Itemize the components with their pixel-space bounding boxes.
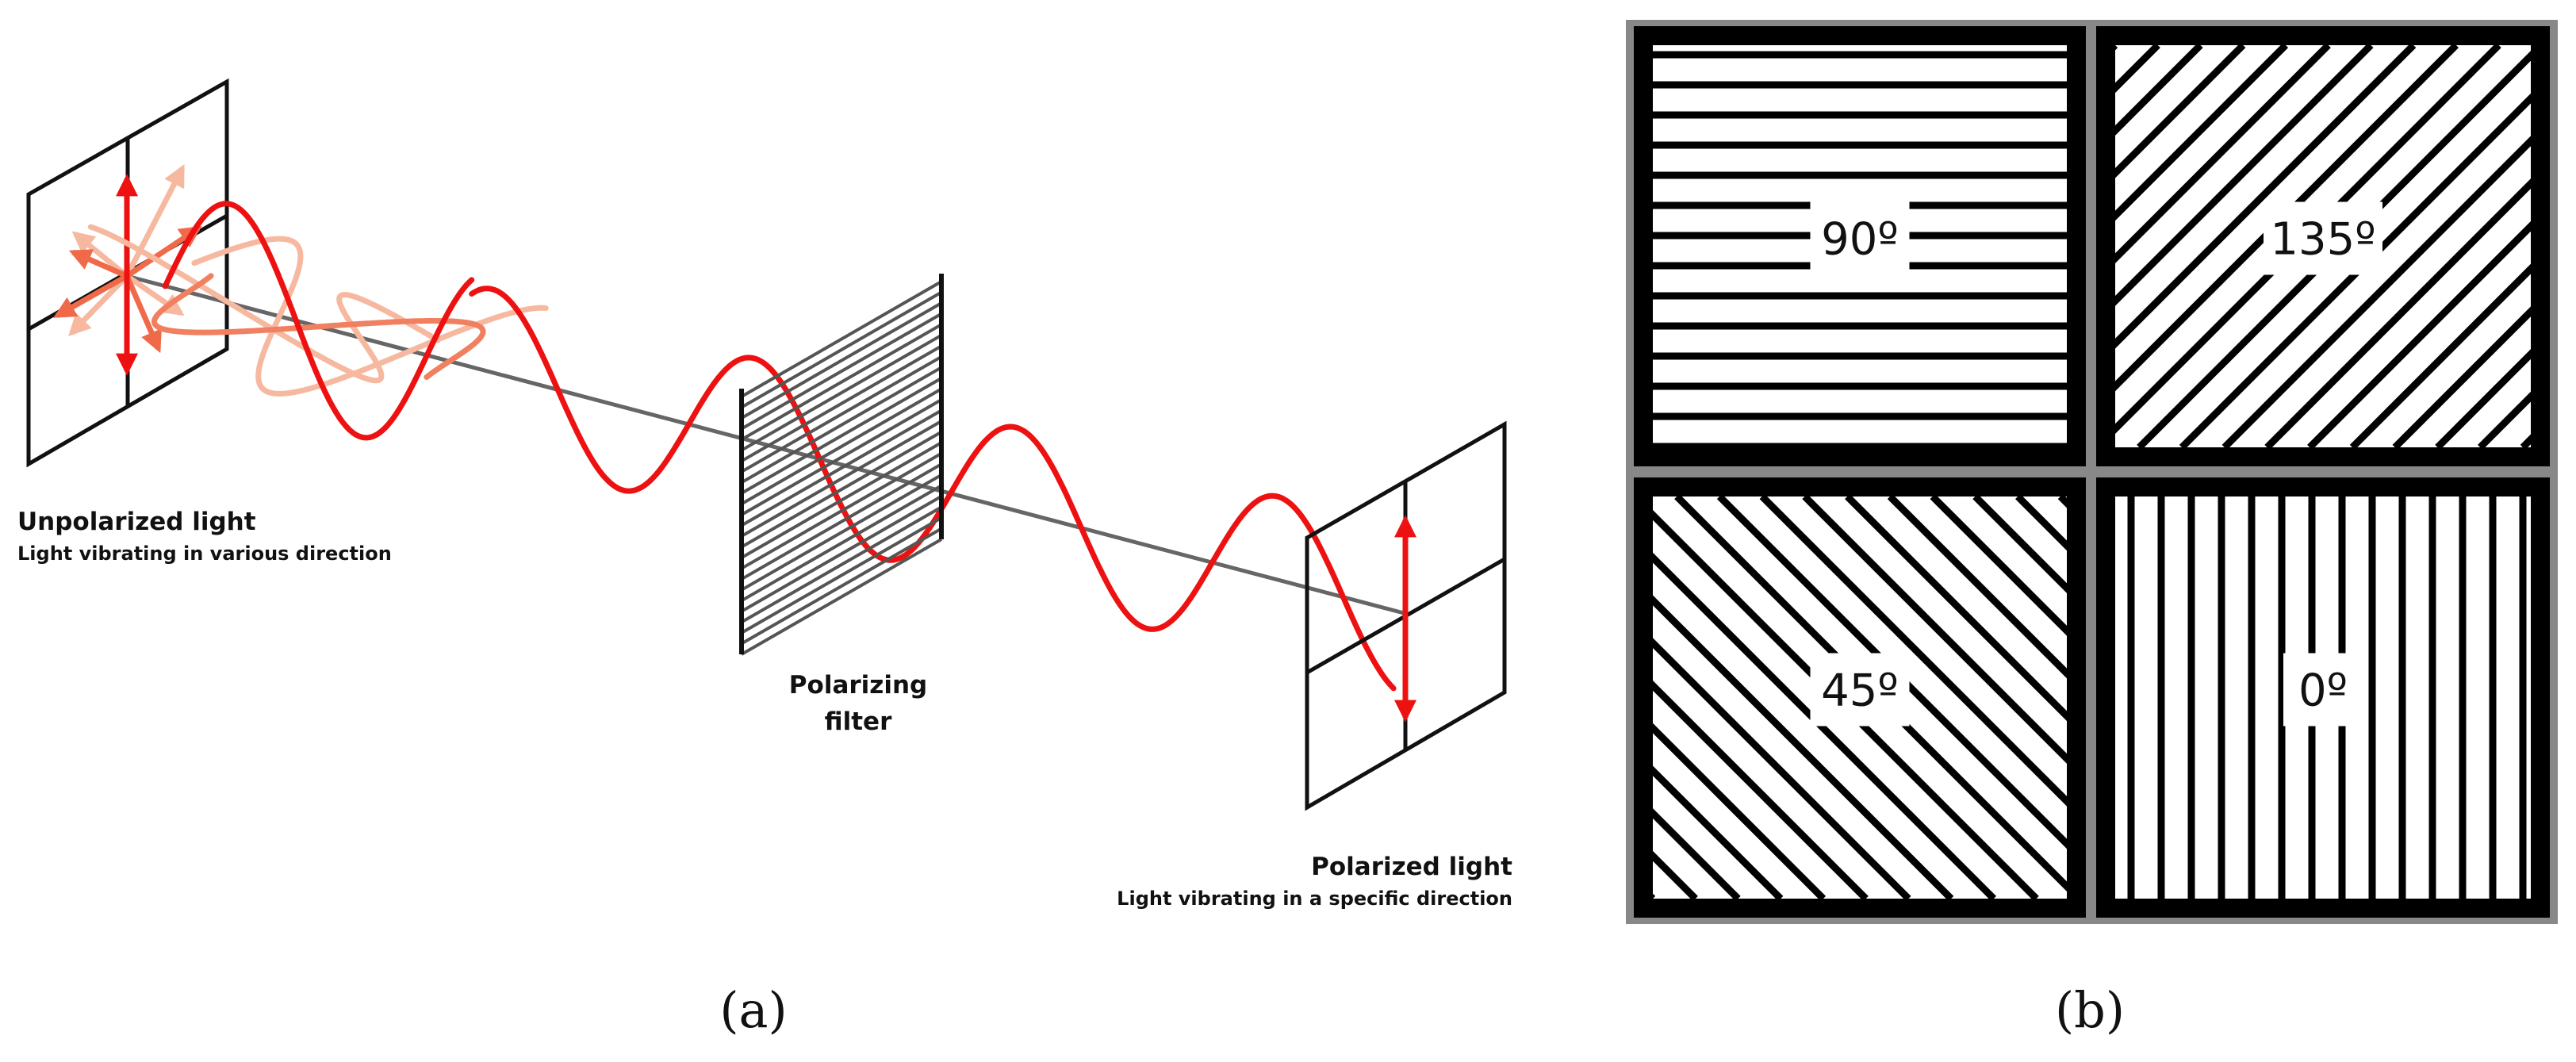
grating-line — [1802, 496, 2067, 764]
grating-line — [1845, 496, 2067, 722]
filter-label-line1: Polarizing — [789, 671, 927, 700]
grating-line — [2115, 45, 2374, 306]
filter-line — [741, 333, 942, 452]
angle-label: 0º — [2298, 665, 2348, 717]
grating-line — [1653, 552, 1997, 899]
filter-line — [741, 323, 942, 441]
panel-b: 90º 135º 45º 0º (b) — [1626, 20, 2576, 1039]
caption-b: (b) — [2055, 981, 2125, 1039]
propagation-axis — [126, 274, 1405, 615]
filter-line — [741, 377, 942, 495]
filter-label-line2: filter — [825, 707, 892, 736]
angle-label-background — [1810, 201, 1910, 275]
panel-a: Unpolarized light Light vibrating in var… — [17, 78, 1512, 1039]
filter-line — [741, 505, 942, 624]
grating-line — [1887, 496, 2067, 679]
angle-label: 45º — [1821, 665, 1899, 717]
grating-line — [1972, 496, 2067, 593]
grating-line — [1653, 595, 1954, 899]
filter-line — [741, 366, 942, 485]
grating-line — [1653, 765, 1784, 899]
grating-line — [1653, 808, 1741, 899]
filter-line — [741, 495, 942, 613]
grating-line — [2566, 45, 2576, 447]
filter-line — [741, 441, 942, 559]
filter-line — [741, 430, 942, 549]
filter-line — [741, 516, 942, 635]
grating-line — [1653, 723, 1827, 899]
grating-line — [1653, 638, 1911, 899]
grating-line — [2115, 45, 2203, 136]
filter-line — [741, 301, 942, 420]
grating-line — [1716, 496, 2067, 849]
filter-line — [741, 473, 942, 592]
tile-grating — [2127, 496, 2527, 899]
angle-label-background — [2264, 201, 2382, 275]
filter-line — [741, 420, 942, 538]
filter-line — [741, 355, 942, 473]
light-waves — [87, 201, 1397, 692]
grating-line — [2115, 45, 2417, 349]
filter-line — [741, 387, 942, 506]
angle-label-background — [2283, 653, 2363, 727]
grating-line — [1653, 893, 1656, 899]
polarizer-tiles: 90º 135º 45º 0º — [1634, 26, 2576, 918]
tile-horizontal: 90º — [1634, 26, 2086, 466]
unpolarized-subtitle: Light vibrating in various direction — [17, 543, 392, 565]
grating-line — [2307, 220, 2531, 447]
polarized-title: Polarized light — [1311, 853, 1512, 881]
filter-line — [741, 408, 942, 527]
tile-diagonal-up: 135º — [2096, 26, 2576, 466]
wave-main-vertical — [162, 201, 475, 441]
grating-line — [2115, 45, 2289, 221]
tile-grating — [1653, 496, 2067, 899]
grating-line — [2264, 178, 2531, 447]
filter-line — [741, 290, 942, 409]
tile-grating — [1653, 51, 2067, 447]
caption-a: (a) — [719, 981, 787, 1039]
unpolarized-title: Unpolarized light — [17, 508, 256, 536]
filter-line — [741, 344, 942, 463]
grating-line — [2349, 263, 2531, 447]
grating-line — [2115, 45, 2331, 264]
filter-line — [741, 527, 942, 646]
tile-vertical: 0º — [2096, 477, 2550, 918]
filter-line — [741, 451, 942, 570]
unpolarized-arrows — [53, 164, 202, 376]
filter-line — [741, 312, 942, 431]
filter-line — [741, 484, 942, 603]
tile-diagonal-down: 45º — [1634, 477, 2086, 918]
angle-label: 135º — [2270, 214, 2375, 266]
filter-line — [741, 398, 942, 516]
polarizing-filter — [739, 274, 944, 656]
grating-line — [2179, 93, 2531, 447]
grating-line — [1653, 680, 1869, 899]
wave-light-tilted-b — [87, 224, 441, 384]
filter-line — [741, 462, 942, 581]
grating-line — [2115, 45, 2246, 178]
grating-line — [2115, 45, 2459, 392]
grating-line — [1930, 496, 2067, 636]
grating-line — [2435, 349, 2531, 447]
polarized-subtitle: Light vibrating in a specific direction — [1117, 888, 1512, 910]
grating-line — [1759, 496, 2067, 807]
filter-line — [741, 280, 942, 398]
angle-label-background — [1810, 653, 1910, 727]
filter-grating-lines — [741, 280, 942, 656]
filter-line — [741, 538, 942, 656]
angle-label: 90º — [1821, 214, 1899, 266]
wave-mid-tilted — [151, 273, 486, 380]
grating-line — [2392, 306, 2531, 447]
grating-line — [2221, 136, 2531, 447]
